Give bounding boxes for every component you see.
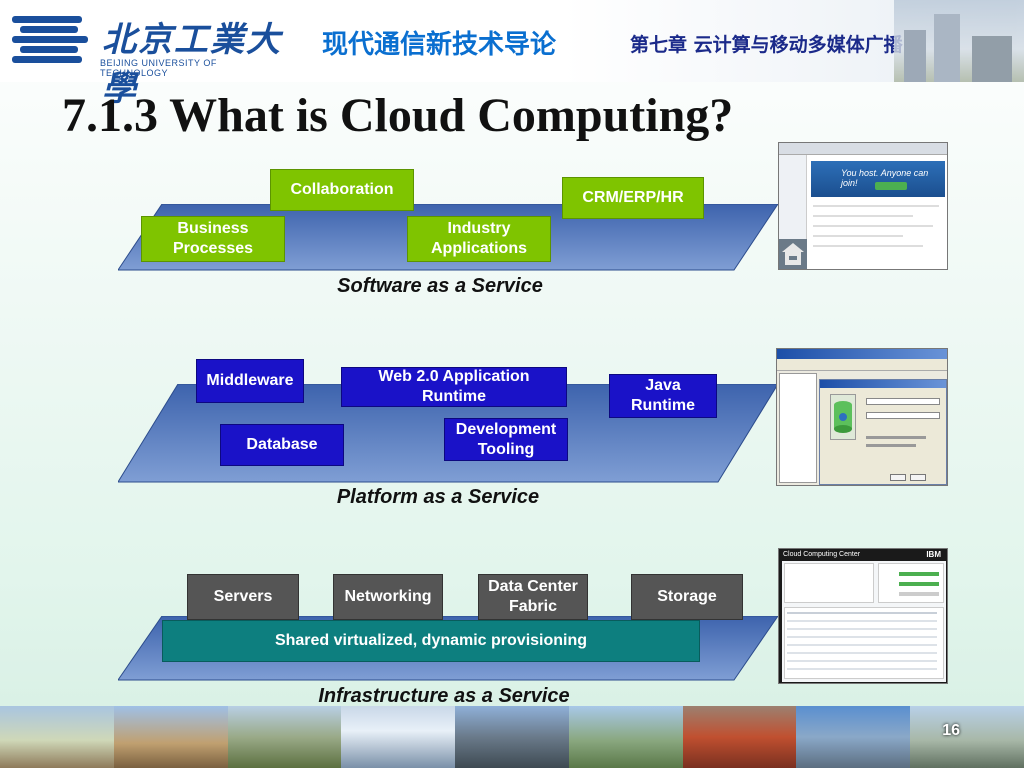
iaas-screenshot-title: Cloud Computing Center xyxy=(783,551,861,558)
development-tooling-box: Development Tooling xyxy=(444,418,568,461)
web-app-runtime-box: Web 2.0 Application Runtime xyxy=(341,367,567,407)
development-tooling-line-2: Tooling xyxy=(477,440,535,458)
data-center-fabric-line-1: Data Center xyxy=(488,578,578,595)
slide-title: 7.1.3 What is Cloud Computing? xyxy=(62,89,734,142)
java-runtime-line-1: Java xyxy=(645,377,681,394)
industry-applications-line-1: Industry xyxy=(447,220,511,237)
chapter-title: 第七章 云计算与移动多媒体广播 xyxy=(630,34,903,56)
paas-screenshot-cylinder-icon xyxy=(830,394,856,440)
servers-box: Servers xyxy=(187,574,299,620)
web-app-runtime-line-1: Web 2.0 Application xyxy=(378,368,530,385)
iaas-label: Infrastructure as a Service xyxy=(318,685,570,707)
middleware-box: Middleware xyxy=(196,359,304,403)
iaas-screenshot: Cloud Computing Center IBM xyxy=(778,548,948,684)
shared-virtualized-box: Shared virtualized, dynamic provisioning xyxy=(162,620,700,662)
saas-label: Software as a Service xyxy=(337,275,543,297)
university-emblem-icon xyxy=(12,12,92,63)
data-center-fabric-box: Data Center Fabric xyxy=(478,574,588,620)
logo-english-name: BEIJING UNIVERSITY OF TECHNOLOGY xyxy=(100,58,217,78)
storage-box: Storage xyxy=(631,574,743,620)
saas-screenshot: You host. Anyone can join! xyxy=(778,142,948,270)
university-logo: 北京工業大學 BEIJING UNIVERSITY OF TECHNOLOGY xyxy=(12,8,282,109)
paas-screenshot xyxy=(776,348,948,486)
business-processes-box: Business Processes xyxy=(141,216,285,262)
networking-box: Networking xyxy=(333,574,443,620)
slide-header: 北京工業大學 BEIJING UNIVERSITY OF TECHNOLOGY … xyxy=(0,0,1024,109)
data-center-fabric-line-2: Fabric xyxy=(508,598,557,615)
page-number: 16 xyxy=(942,722,960,739)
crm-erp-hr-box: CRM/ERP/HR xyxy=(562,177,704,219)
iaas-screenshot-brand: IBM xyxy=(926,550,941,559)
saas-screenshot-tagline: You host. Anyone can join! xyxy=(841,168,929,188)
industry-applications-line-2: Applications xyxy=(430,240,527,257)
paas-label: Platform as a Service xyxy=(336,486,540,508)
business-processes-line-2: Processes xyxy=(172,240,254,257)
campus-photo-header xyxy=(894,0,1024,82)
database-box: Database xyxy=(220,424,344,466)
business-processes-line-1: Business xyxy=(177,220,249,237)
java-runtime-box: Java Runtime xyxy=(609,374,717,418)
logo-chinese-name: 北京工業大學 xyxy=(102,20,282,109)
development-tooling-line-1: Development xyxy=(455,420,557,438)
saas-screenshot-house-icon xyxy=(779,239,807,269)
campus-photo-footer xyxy=(0,706,1024,768)
collaboration-box: Collaboration xyxy=(270,169,414,211)
web-app-runtime-line-2: Runtime xyxy=(422,388,486,405)
course-title: 现代通信新技术导论 xyxy=(322,30,557,60)
industry-applications-box: Industry Applications xyxy=(407,216,551,262)
java-runtime-line-2: Runtime xyxy=(631,397,695,414)
